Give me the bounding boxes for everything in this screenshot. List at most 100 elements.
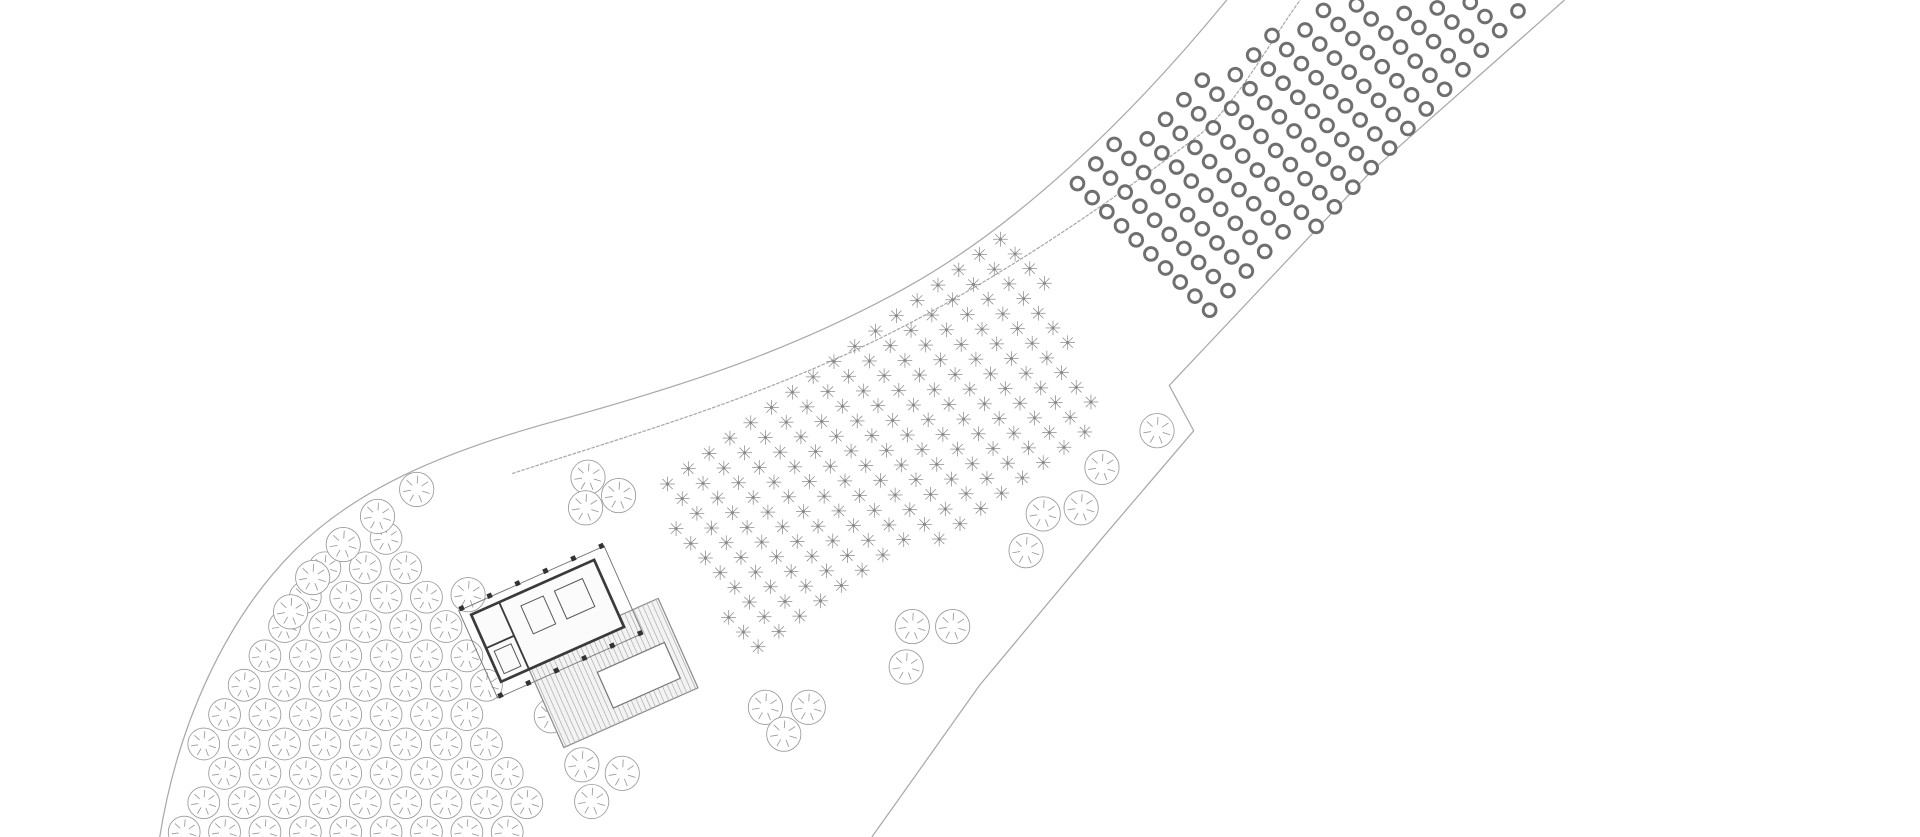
star-tree bbox=[766, 474, 782, 490]
star-tree bbox=[799, 399, 815, 415]
dark-round-tree bbox=[1278, 41, 1295, 58]
star-tree bbox=[860, 532, 876, 548]
star-tree bbox=[923, 487, 938, 502]
room-block bbox=[553, 577, 596, 620]
dark-round-tree bbox=[1238, 114, 1255, 131]
dark-round-tree bbox=[1333, 131, 1350, 148]
star-tree bbox=[1062, 409, 1078, 425]
dark-round-tree bbox=[1378, 25, 1394, 41]
outline-canopy-tree bbox=[329, 639, 363, 673]
dark-round-tree bbox=[1187, 288, 1203, 304]
star-tree bbox=[742, 594, 757, 610]
star-tree bbox=[750, 639, 766, 655]
star-tree bbox=[875, 547, 891, 563]
outline-canopy-tree bbox=[935, 608, 971, 645]
star-tree bbox=[891, 383, 907, 398]
dark-round-tree bbox=[1256, 94, 1273, 111]
outline-canopy-tree bbox=[329, 698, 363, 731]
outline-canopy-tree bbox=[429, 610, 463, 643]
star-tree bbox=[882, 338, 898, 354]
dark-round-tree bbox=[1132, 198, 1148, 215]
dark-round-tree bbox=[1198, 187, 1214, 204]
column bbox=[598, 542, 605, 550]
star-tree bbox=[683, 535, 699, 551]
dark-round-tree bbox=[1297, 22, 1313, 38]
star-tree bbox=[868, 323, 883, 339]
outline-canopy-tree bbox=[288, 639, 322, 673]
dark-round-tree bbox=[1154, 145, 1170, 161]
outline-canopy-tree bbox=[268, 786, 301, 820]
dark-round-tree bbox=[1264, 176, 1280, 192]
star-tree bbox=[712, 565, 728, 581]
outline-canopy-tree bbox=[227, 727, 261, 761]
outline-canopy-tree bbox=[359, 498, 396, 534]
star-tree bbox=[781, 489, 797, 505]
star-tree bbox=[722, 430, 738, 446]
star-tree bbox=[721, 610, 737, 625]
dark-round-tree bbox=[1172, 125, 1189, 142]
dark-round-tree bbox=[1231, 181, 1247, 198]
dark-round-tree bbox=[1205, 120, 1222, 136]
star-tree bbox=[789, 534, 805, 549]
dark-round-tree bbox=[1150, 178, 1167, 195]
star-tree bbox=[1041, 425, 1057, 440]
star-tree bbox=[879, 442, 894, 458]
star-tree bbox=[783, 564, 799, 579]
outline-canopy-tree bbox=[570, 459, 606, 495]
star-tree bbox=[930, 277, 946, 293]
star-tree bbox=[813, 593, 828, 609]
star-tree bbox=[937, 501, 953, 517]
star-tree bbox=[681, 461, 696, 477]
star-tree bbox=[847, 338, 863, 354]
star-tree bbox=[1048, 395, 1063, 410]
star-tree bbox=[973, 501, 989, 516]
dark-round-tree bbox=[1102, 170, 1119, 186]
dark-round-tree bbox=[1084, 189, 1100, 206]
outline-canopy-tree bbox=[268, 668, 301, 702]
star-tree bbox=[971, 426, 986, 442]
outline-canopy-tree bbox=[208, 815, 241, 837]
star-tree bbox=[931, 531, 947, 547]
dark-round-tree bbox=[1256, 243, 1273, 260]
star-tree bbox=[758, 430, 773, 445]
dark-round-tree bbox=[1308, 218, 1324, 235]
star-tree bbox=[908, 472, 924, 488]
star-tree bbox=[775, 519, 790, 535]
star-tree bbox=[941, 397, 957, 412]
dark-round-tree bbox=[1223, 100, 1240, 117]
star-tree bbox=[748, 564, 763, 580]
column bbox=[570, 555, 577, 562]
dark-round-tree bbox=[1216, 167, 1233, 184]
pool bbox=[596, 641, 682, 709]
dark-round-tree bbox=[1444, 14, 1460, 30]
star-tree-grid bbox=[660, 231, 1099, 655]
star-tree bbox=[1022, 261, 1038, 276]
dark-round-tree bbox=[1106, 136, 1123, 153]
star-tree bbox=[950, 441, 965, 457]
dark-round-tree bbox=[1187, 139, 1203, 156]
outline-canopy-tree bbox=[410, 698, 443, 731]
star-tree bbox=[826, 354, 842, 369]
dark-round-tree bbox=[1322, 83, 1339, 100]
star-tree bbox=[956, 411, 972, 427]
dark-round-tree bbox=[1176, 91, 1192, 108]
house-outline bbox=[469, 558, 626, 684]
star-tree bbox=[951, 262, 967, 278]
dark-round-tree bbox=[1087, 156, 1104, 172]
outline-canopy-tree bbox=[248, 639, 282, 673]
dark-round-tree bbox=[1157, 111, 1174, 128]
dark-round-tree bbox=[1418, 101, 1435, 117]
star-tree bbox=[736, 624, 751, 640]
outline-canopy-tree bbox=[187, 786, 221, 820]
dark-round-tree bbox=[1220, 134, 1236, 150]
outline-canopy-tree bbox=[574, 783, 610, 820]
outline-canopy-tree bbox=[389, 668, 423, 702]
outline-canopy-tree bbox=[470, 668, 503, 702]
star-tree bbox=[966, 277, 981, 292]
outline-canopy-tree bbox=[450, 698, 484, 731]
star-tree bbox=[977, 396, 992, 412]
dark-round-tree bbox=[1429, 0, 1446, 16]
dark-round-tree bbox=[1510, 3, 1526, 19]
dark-round-tree bbox=[1275, 224, 1291, 240]
star-tree bbox=[906, 397, 921, 413]
